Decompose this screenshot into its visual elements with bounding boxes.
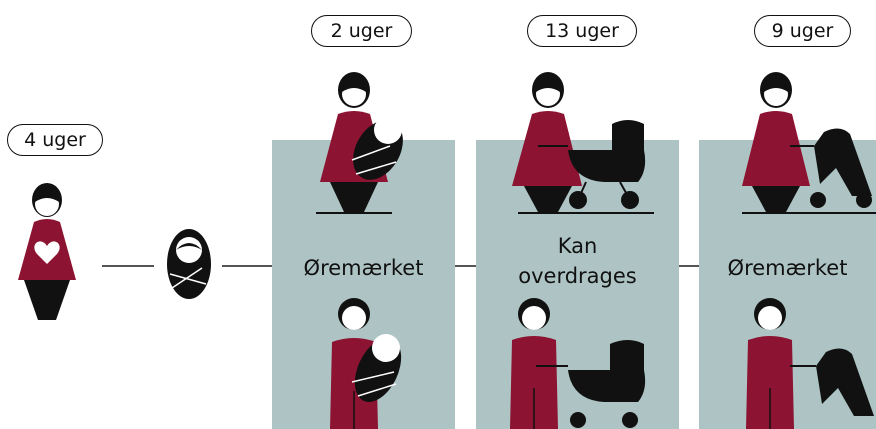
duration-pill: 9 uger bbox=[754, 15, 851, 47]
connector-line bbox=[455, 265, 476, 267]
connector-line bbox=[679, 265, 699, 267]
duration-pill: 2 uger bbox=[311, 15, 412, 47]
father-with-pram-icon bbox=[510, 298, 646, 429]
father-with-baby-icon bbox=[330, 298, 402, 429]
connector-line bbox=[102, 265, 154, 267]
mother-with-pram-icon bbox=[512, 72, 654, 214]
father-with-stroller-icon bbox=[746, 298, 874, 429]
duration-pill: 4 uger bbox=[7, 124, 103, 156]
panel-label-earmarked: Øremærket bbox=[303, 256, 424, 280]
baby-icon bbox=[167, 229, 211, 299]
duration-pill: 13 uger bbox=[527, 15, 637, 47]
pregnant-woman-icon bbox=[18, 183, 76, 320]
panel-label-earmarked: Øremærket bbox=[727, 256, 848, 280]
connector-line bbox=[222, 265, 272, 267]
panel-label-transferable: Kan overdrages bbox=[518, 234, 637, 288]
mother-with-baby-icon bbox=[316, 72, 403, 214]
mother-with-stroller-icon bbox=[742, 72, 876, 214]
